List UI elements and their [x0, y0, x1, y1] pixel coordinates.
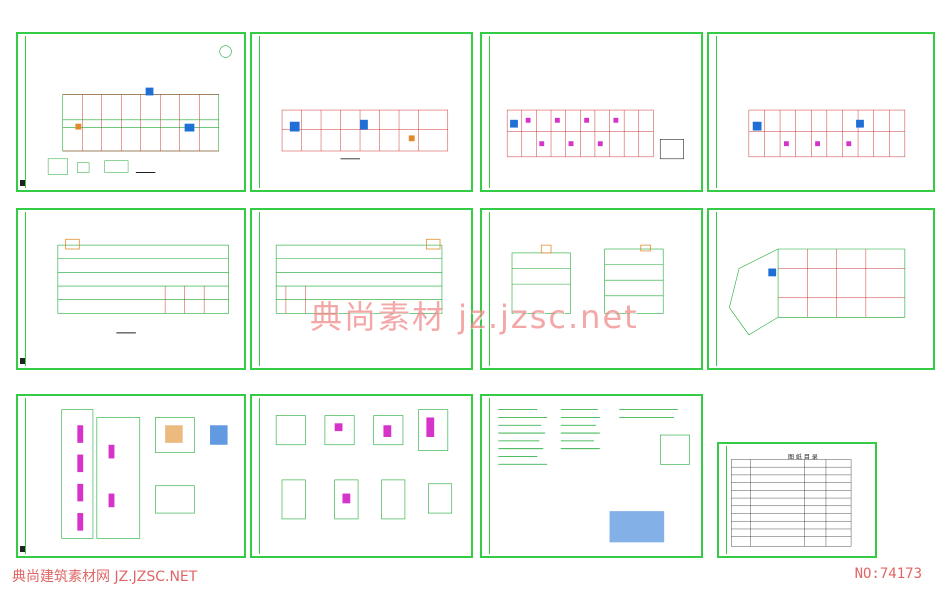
drawing-sheet-node-details[interactable]: [250, 394, 473, 558]
drawing-sheet-top-floor-plan[interactable]: [707, 32, 935, 192]
floor-plan-drawing: [506, 109, 684, 160]
elevation-drawing: [275, 238, 443, 314]
title-strip: [20, 36, 26, 188]
sheet-marker: [20, 180, 25, 186]
notes-drawing: [498, 409, 690, 543]
detail-drawing: [275, 409, 453, 520]
drawing-sheet-catalog[interactable]: [717, 442, 877, 558]
drawing-sheet-side-elevations[interactable]: [480, 208, 703, 370]
drawing-sheet-roof-plan[interactable]: [707, 208, 935, 370]
drawing-sheet-rear-elevation[interactable]: [250, 208, 473, 370]
title-strip: [254, 36, 260, 188]
drawing-sheet-stair-details[interactable]: [16, 394, 246, 558]
detail-drawing: [61, 409, 228, 539]
catalog-table: [731, 459, 852, 547]
item-number-text: NO:74173: [854, 566, 922, 582]
title-strip: [721, 446, 727, 554]
section-drawing: [511, 244, 664, 314]
drawing-sheet-design-notes[interactable]: [480, 394, 703, 558]
title-strip: [711, 212, 717, 366]
floor-plan-drawing: [47, 45, 232, 175]
drawing-sheet-second-floor-plan[interactable]: [250, 32, 473, 192]
site-credit-text: 典尚建筑素材网 JZ.JZSC.NET: [12, 569, 198, 585]
watermark-text: 典尚素材 jz.jzsc.net: [310, 298, 639, 336]
title-strip: [484, 398, 490, 554]
drawing-sheet-standard-floor-plan[interactable]: [480, 32, 703, 192]
title-strip: [711, 36, 717, 188]
title-strip: [20, 398, 26, 554]
sheet-marker: [20, 546, 25, 552]
catalog-title: 图 纸 目 录: [788, 454, 818, 461]
title-strip: [484, 36, 490, 188]
title-strip: [484, 212, 490, 366]
floor-plan-drawing: [281, 109, 449, 160]
title-strip: [20, 212, 26, 366]
title-strip: [254, 398, 260, 554]
elevation-drawing: [57, 238, 229, 334]
floor-plan-drawing: [748, 109, 906, 158]
sheet-marker: [20, 358, 25, 364]
roof-plan-drawing: [729, 248, 906, 336]
title-strip: [254, 212, 260, 366]
drawing-sheet-first-floor-plan[interactable]: [16, 32, 246, 192]
drawing-sheet-front-elevation[interactable]: [16, 208, 246, 370]
